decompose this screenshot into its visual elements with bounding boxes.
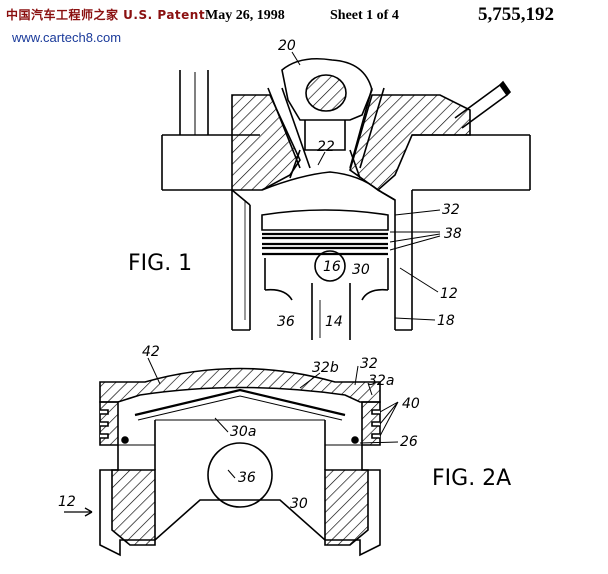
label-32a: 32a bbox=[368, 373, 394, 389]
camshaft bbox=[305, 74, 347, 112]
label-36-fig2a: 36 bbox=[238, 470, 256, 486]
label-14: 14 bbox=[325, 314, 343, 330]
label-18: 18 bbox=[437, 313, 455, 329]
cylinder-wall-left bbox=[231, 190, 251, 330]
inner-plate bbox=[134, 388, 346, 417]
exhaust-valve-stem bbox=[349, 87, 385, 169]
sheet-indicator: Sheet 1 of 4 bbox=[330, 8, 399, 23]
ring-groove-2 bbox=[262, 242, 388, 250]
label-30-fig2a: 30 bbox=[290, 496, 308, 512]
label-20: 20 bbox=[278, 38, 296, 54]
label-16: 16 bbox=[323, 259, 341, 275]
combustion-chamber bbox=[261, 171, 379, 191]
label-32-top: 32 bbox=[360, 356, 378, 372]
skirt-right bbox=[324, 469, 369, 546]
label-32: 32 bbox=[442, 202, 460, 218]
label-32b: 32b bbox=[312, 360, 339, 376]
skirt-left bbox=[111, 469, 156, 546]
patent-number: 5,755,192 bbox=[478, 4, 554, 25]
label-12-fig2a: 12 bbox=[58, 494, 76, 510]
cam-housing bbox=[281, 57, 373, 121]
label-26: 26 bbox=[400, 434, 418, 450]
label-40: 40 bbox=[402, 396, 420, 412]
intake-pipe bbox=[179, 70, 209, 135]
label-22: 22 bbox=[317, 139, 335, 155]
piston-body bbox=[99, 445, 381, 557]
piston-skirt bbox=[264, 258, 389, 290]
piston-crown bbox=[261, 209, 389, 231]
label-30: 30 bbox=[352, 262, 370, 278]
figure-2a-caption: FIG. 2A bbox=[432, 466, 511, 491]
label-36: 36 bbox=[277, 314, 295, 330]
connecting-rod bbox=[311, 283, 351, 340]
pin-bore bbox=[207, 442, 273, 508]
piston-cap bbox=[99, 367, 381, 403]
cylinder-wall-right bbox=[377, 189, 413, 330]
fig1-engine-section bbox=[161, 51, 531, 340]
label-12: 12 bbox=[440, 286, 458, 302]
spark-plug bbox=[454, 84, 508, 129]
fig2a-labels: 42 32b 32 32a 40 30a 26 12 36 30 FIG. 2A bbox=[58, 344, 511, 512]
label-42: 42 bbox=[142, 344, 160, 360]
watermark-text: 中国汽车工程师之家 U.S. Patent bbox=[6, 8, 206, 22]
figure-1-caption: FIG. 1 bbox=[128, 251, 192, 276]
label-30a: 30a bbox=[230, 424, 256, 440]
fig2a-piston-section bbox=[64, 357, 399, 557]
intake-valve-stem bbox=[267, 87, 311, 169]
patent-date: May 26, 1998 bbox=[205, 8, 285, 23]
wrist-pin bbox=[314, 250, 346, 282]
ring-groove-1 bbox=[262, 232, 388, 240]
label-38: 38 bbox=[444, 226, 462, 242]
watermark-site-url: www.cartech8.com bbox=[12, 30, 122, 45]
leader-20 bbox=[291, 51, 301, 66]
fig1-labels: 20 22 32 38 16 30 12 36 14 18 FIG. 1 bbox=[128, 38, 462, 330]
